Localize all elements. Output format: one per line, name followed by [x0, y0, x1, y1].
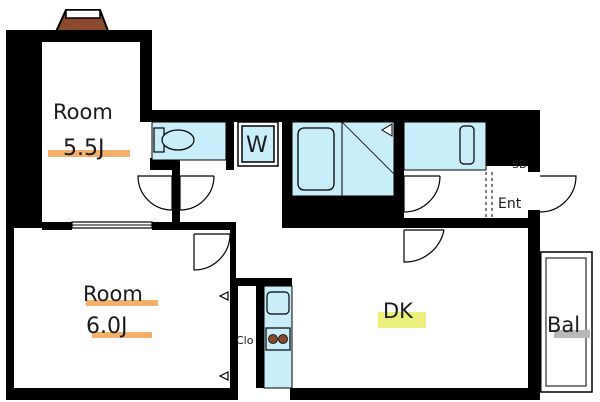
room-b-highlight: [86, 300, 158, 306]
room-a-highlight: [48, 150, 130, 157]
closet-label: Clo: [236, 334, 254, 347]
balcony-label: Bal: [547, 313, 580, 337]
room-5-5-floor: [42, 42, 140, 222]
room-6-0-floor: [14, 230, 230, 388]
doors: [137, 175, 577, 381]
toilet-icon: [153, 127, 195, 153]
room-a-name: Room: [53, 100, 113, 124]
basin-icon: [381, 121, 487, 171]
kitchen-icon: [263, 285, 293, 389]
room-b-size: 6.0J: [86, 314, 127, 339]
walls: [6, 30, 540, 400]
fixtures: [151, 121, 487, 389]
dk-highlight: [378, 312, 426, 328]
room-a-size: 5.5J: [63, 136, 104, 161]
dk-floor: [292, 228, 528, 388]
balcony: [538, 251, 593, 393]
washer-icon: [237, 121, 279, 167]
bal-highlight: [554, 330, 590, 338]
entrance-step: [485, 172, 493, 218]
bathtub-icon: [291, 121, 343, 197]
entrance-label: Ent: [498, 196, 522, 212]
dk-label: DK: [383, 299, 414, 323]
hall-floor: [236, 170, 282, 278]
room-b-size-highlight: [92, 332, 152, 338]
shoe-box-label: SB: [512, 158, 527, 171]
bath-room-floor: [341, 121, 395, 197]
room-b-name: Room: [83, 282, 143, 306]
washer-label: W: [246, 133, 268, 158]
